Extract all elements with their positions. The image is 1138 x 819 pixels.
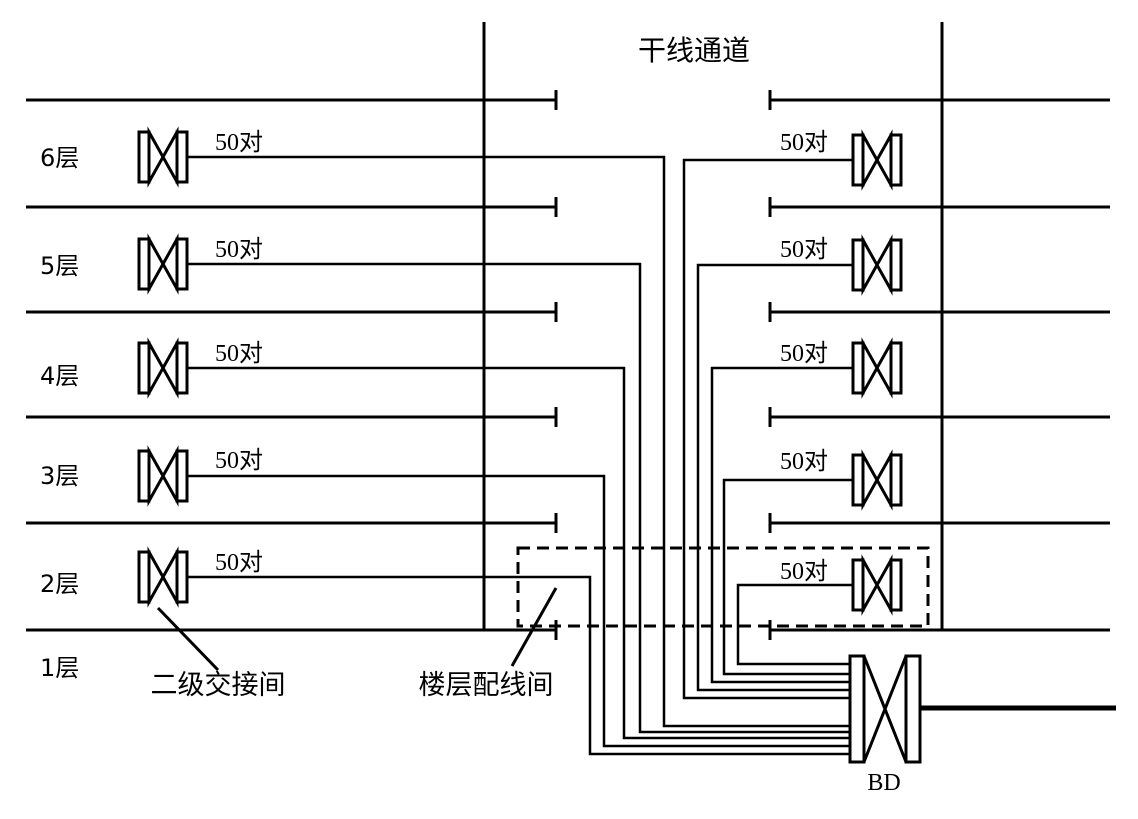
cable-right-5 bbox=[736, 583, 858, 666]
floor-label-3: 3层 bbox=[40, 462, 79, 490]
floor-wiring-closet-label: 楼层配线间 bbox=[419, 670, 554, 701]
floor-label-1: 1层 bbox=[40, 654, 79, 682]
secondary-cross-connect-2 bbox=[137, 233, 189, 295]
pair-label-right-4: 50对 bbox=[780, 448, 828, 475]
pair-label-left-5: 50对 bbox=[215, 549, 263, 576]
riser-channel-title: 干线通道 bbox=[638, 34, 750, 67]
floor-label-4: 4层 bbox=[40, 362, 79, 390]
pair-label-right-5: 50对 bbox=[780, 558, 828, 585]
floor-slabs bbox=[26, 90, 1110, 640]
secondary-cross-connect-1 bbox=[137, 126, 189, 188]
floor-wiring-closet-cross-connect-5 bbox=[851, 554, 903, 616]
pair-label-left-3: 50对 bbox=[215, 340, 263, 367]
pair-label-right-3: 50对 bbox=[780, 340, 828, 367]
pair-label-right-1: 50对 bbox=[780, 129, 828, 156]
pair-labels: 50对 50对 50对 50对 50对 50对 50对 50对 50对 50对 bbox=[215, 129, 828, 585]
backbone-cables bbox=[182, 155, 858, 756]
cable-right-1 bbox=[682, 158, 858, 700]
floor-wiring-closet-cross-connect-4 bbox=[851, 449, 903, 511]
cable-left-3 bbox=[182, 366, 850, 740]
floor-wiring-closet-cross-connect-1 bbox=[851, 129, 903, 191]
floor-wiring-closet-outline bbox=[516, 546, 930, 628]
secondary-cross-connect-5 bbox=[137, 546, 189, 608]
secondary-cross-connect-label: 二级交接间 bbox=[151, 670, 286, 701]
secondary-cross-connect-3 bbox=[137, 337, 189, 399]
floor-wiring-closet-cross-connect-2 bbox=[851, 234, 903, 296]
cross-connects bbox=[137, 126, 903, 616]
callout-leader-closet bbox=[510, 587, 558, 667]
floor-label-2: 2层 bbox=[40, 570, 79, 598]
floor-labels: 6层 5层 4层 3层 2层 1层 bbox=[40, 144, 79, 682]
floor-label-5: 5层 bbox=[40, 252, 79, 280]
cable-right-4 bbox=[722, 478, 858, 676]
floor-wiring-closet-cross-connect-3 bbox=[851, 337, 903, 399]
pair-label-left-4: 50对 bbox=[215, 447, 263, 474]
bd-cross-connect bbox=[848, 654, 922, 764]
floor-label-6: 6层 bbox=[40, 144, 79, 172]
cable-right-3 bbox=[710, 366, 858, 684]
cable-right-2 bbox=[696, 263, 858, 692]
bd-label: BD bbox=[867, 770, 900, 796]
cable-left-1 bbox=[182, 155, 850, 728]
cable-left-4 bbox=[182, 474, 850, 748]
pair-label-left-2: 50对 bbox=[215, 236, 263, 263]
pair-label-left-1: 50对 bbox=[215, 129, 263, 156]
pair-label-right-2: 50对 bbox=[780, 236, 828, 263]
cable-left-5 bbox=[182, 575, 850, 756]
cable-left-2 bbox=[182, 262, 850, 734]
secondary-cross-connect-4 bbox=[137, 445, 189, 507]
callout-leader-secondary bbox=[156, 606, 220, 672]
